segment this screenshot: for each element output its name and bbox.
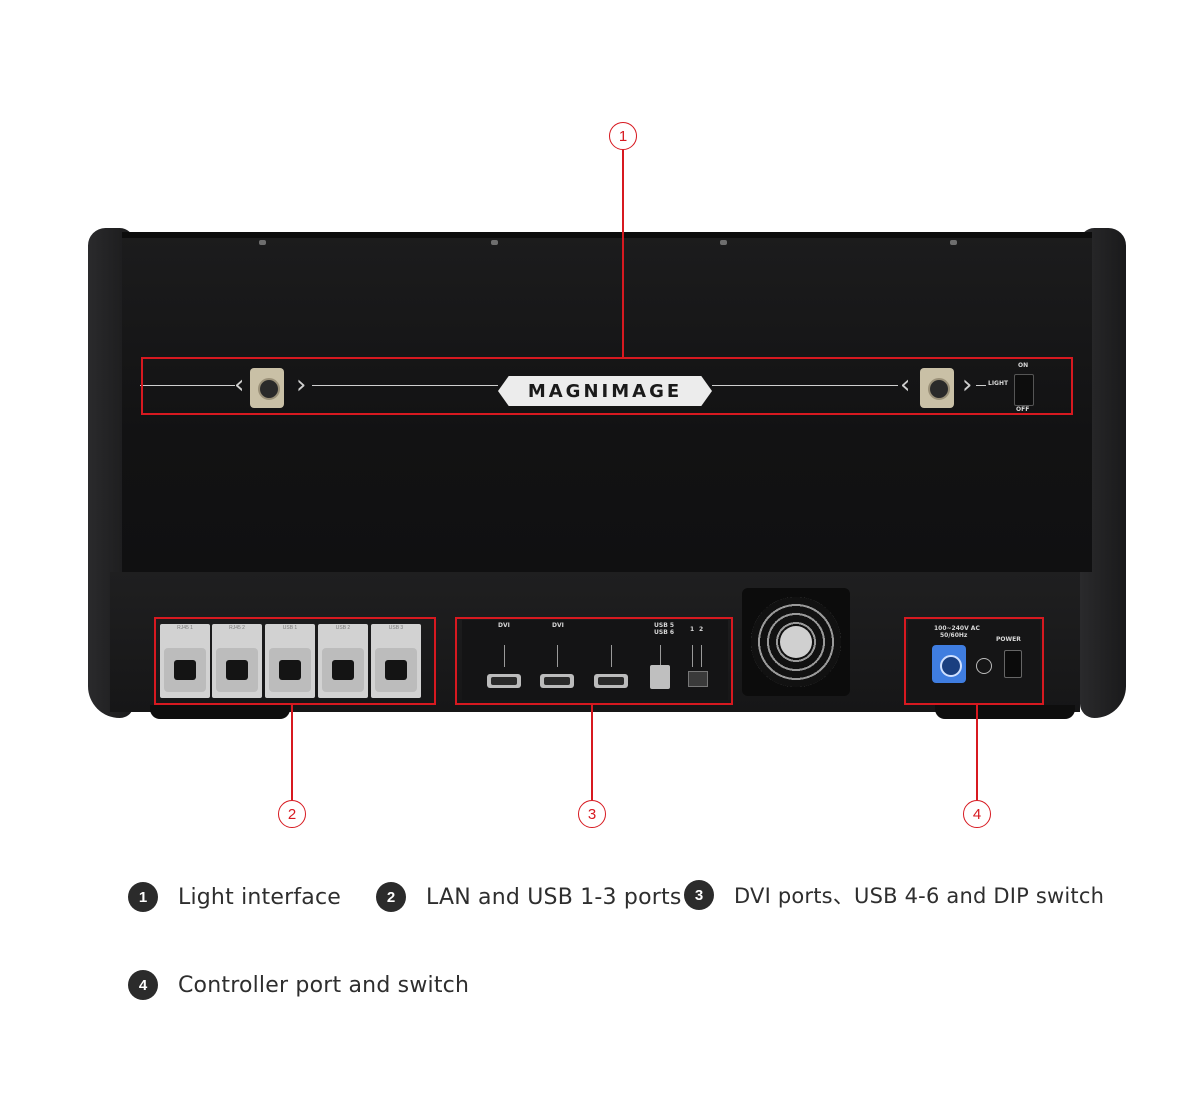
usb6-label: USB 6	[654, 629, 675, 636]
callout-4: 4	[963, 800, 991, 828]
callout-line-2	[291, 705, 293, 800]
legend-badge: 4	[128, 970, 158, 1000]
strip-line	[140, 385, 235, 386]
screw	[259, 240, 266, 245]
off-label: OFF	[1016, 406, 1030, 413]
dip-1-label: 1	[690, 626, 695, 633]
port-caption: RJ45 1	[177, 625, 193, 631]
legend-badge: 3	[684, 880, 714, 910]
usb-port-2[interactable]: USB 2	[318, 624, 368, 698]
callout-1: 1	[609, 122, 637, 150]
port-socket	[332, 660, 354, 680]
power-switch[interactable]	[1004, 650, 1022, 678]
dvi-tick	[504, 645, 505, 667]
device-top-edge	[122, 232, 1092, 238]
port-socket	[174, 660, 196, 680]
usb-5-6-ports[interactable]	[650, 665, 670, 689]
dvi-tick	[611, 645, 612, 667]
usb-port-1[interactable]: USB 1	[265, 624, 315, 698]
port-socket	[279, 660, 301, 680]
chevron-right-icon: ›	[296, 370, 307, 400]
legend-text: DVI ports、USB 4-6 and DIP switch	[734, 884, 1105, 908]
strip-line	[312, 385, 498, 386]
dvi-tick	[701, 645, 702, 667]
chevron-left-icon: ‹	[234, 370, 245, 400]
legend-text: Controller port and switch	[178, 972, 470, 998]
callout-2: 2	[278, 800, 306, 828]
rj45-port-1[interactable]: RJ45 1	[160, 624, 210, 698]
dvi-label: DVI	[552, 622, 564, 629]
chevron-right-icon: ›	[962, 370, 973, 400]
power-inlet-connector[interactable]	[932, 645, 966, 683]
port-caption: USB 2	[335, 625, 351, 631]
frequency-label: 50/60Hz	[940, 632, 968, 639]
port-caption: USB 1	[282, 625, 298, 631]
legend-item-3: 3 DVI ports、USB 4-6 and DIP switch	[684, 880, 1104, 910]
legend-item-1: 1 Light interface	[128, 882, 341, 912]
dip-2-label: 2	[699, 626, 704, 633]
screw	[950, 240, 957, 245]
light-xlr-connector-right	[920, 368, 954, 408]
dvi-tick	[660, 645, 661, 667]
dvi-tick	[692, 645, 693, 667]
port-socket	[385, 660, 407, 680]
light-xlr-connector-left	[250, 368, 284, 408]
screw	[720, 240, 727, 245]
usb5-label: USB 5	[654, 622, 675, 629]
strip-line	[712, 385, 898, 386]
callout-line-4	[976, 705, 978, 800]
light-label: LIGHT	[988, 380, 1009, 387]
dvi-tick	[557, 645, 558, 667]
strip-line	[976, 385, 986, 386]
legend-item-4: 4 Controller port and switch	[128, 970, 469, 1000]
power-label: POWER	[996, 636, 1021, 643]
highlight-light-interface	[141, 357, 1073, 415]
legend-badge: 2	[376, 882, 406, 912]
highlight-lan-usb	[154, 617, 436, 705]
highlight-dvi-usb-dip	[455, 617, 733, 705]
dip-switch[interactable]	[688, 671, 708, 687]
highlight-controller-power	[904, 617, 1044, 705]
legend-badge: 1	[128, 882, 158, 912]
port-caption: USB 3	[388, 625, 404, 631]
ground-icon	[976, 658, 992, 674]
callout-line-3	[591, 705, 593, 800]
on-label: ON	[1018, 362, 1029, 369]
chevron-left-icon: ‹	[900, 370, 911, 400]
port-socket	[226, 660, 248, 680]
usb-port-3[interactable]: USB 3	[371, 624, 421, 698]
callout-3: 3	[578, 800, 606, 828]
legend-text: Light interface	[178, 884, 342, 910]
dvi-port-1[interactable]	[487, 674, 521, 688]
light-rocker-switch[interactable]	[1014, 374, 1034, 406]
callout-line-1	[622, 150, 624, 358]
rj45-port-2[interactable]: RJ45 2	[212, 624, 262, 698]
brand-logo: MAGNIMAGE	[498, 376, 712, 406]
dvi-port-2[interactable]	[540, 674, 574, 688]
legend-text: LAN and USB 1-3 ports	[426, 884, 682, 910]
port-caption: RJ45 2	[229, 625, 245, 631]
screw	[491, 240, 498, 245]
device-foot-left	[150, 705, 290, 719]
dvi-port-3[interactable]	[594, 674, 628, 688]
device-foot-right	[935, 705, 1075, 719]
legend-item-2: 2 LAN and USB 1-3 ports	[376, 882, 681, 912]
dvi-label: DVI	[498, 622, 510, 629]
fan-hub	[780, 626, 812, 658]
voltage-label: 100~240V AC	[934, 625, 980, 632]
